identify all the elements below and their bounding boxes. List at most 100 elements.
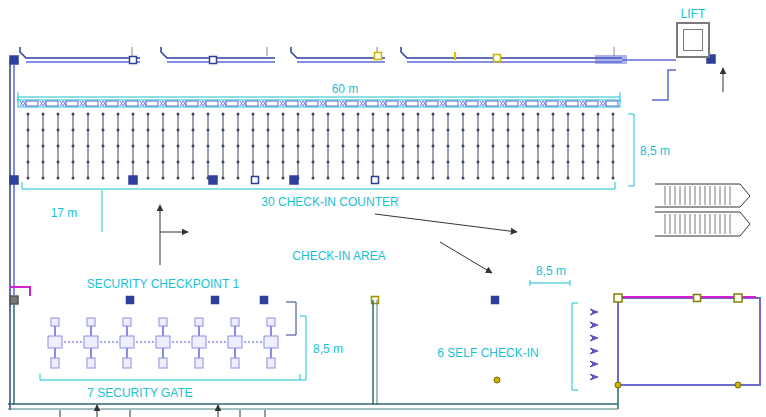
- counter-mark: [23, 101, 26, 106]
- stanchion-post: [462, 145, 465, 148]
- door-mark: [240, 410, 241, 417]
- stanchion-post: [417, 129, 420, 132]
- stanchion-post: [27, 161, 30, 164]
- check-in-counter: [146, 101, 158, 106]
- stanchion-post: [282, 129, 285, 132]
- stanchion-post: [42, 161, 45, 164]
- counter-mark: [320, 101, 323, 106]
- stanchion-post: [132, 113, 135, 116]
- stanchion-post: [387, 129, 390, 132]
- stanchion-post: [447, 145, 450, 148]
- security-gate: [159, 358, 167, 368]
- counter-mark: [463, 101, 466, 106]
- stanchion-post: [342, 177, 345, 180]
- check-in-counter: [546, 101, 558, 106]
- counter-mark: [343, 101, 346, 106]
- counter-mark: [100, 101, 103, 106]
- dimension-bracket: [300, 316, 306, 380]
- counter-mark: [563, 101, 566, 106]
- stanchion-post: [102, 113, 105, 116]
- stanchion-post: [252, 145, 255, 148]
- stanchion-post: [552, 145, 555, 148]
- stanchion-post: [102, 161, 105, 164]
- stanchion-post: [87, 113, 90, 116]
- counter-mark: [63, 101, 66, 106]
- counter-mark: [340, 101, 343, 106]
- stanchion-post: [402, 113, 405, 116]
- security-gate: [267, 358, 275, 368]
- column: [10, 176, 18, 184]
- counter-mark: [100, 101, 103, 106]
- dimension-tick: [570, 280, 571, 286]
- escalator-step: [690, 186, 691, 205]
- stanchion-post: [612, 129, 615, 132]
- check-in-counter: [466, 101, 478, 106]
- stanchion-post: [537, 113, 540, 116]
- stanchion-post: [312, 161, 315, 164]
- stanchion-post: [237, 113, 240, 116]
- stanchion-post: [432, 113, 435, 116]
- counter-mark: [323, 101, 326, 106]
- security-gate: [264, 336, 278, 348]
- stanchion-post: [507, 129, 510, 132]
- stanchion-post: [147, 113, 150, 116]
- security-gate: [192, 336, 206, 348]
- escalator-step: [730, 214, 731, 234]
- stanchion-post: [237, 161, 240, 164]
- security-gate: [267, 318, 275, 326]
- stanchion-post: [342, 161, 345, 164]
- wall: [377, 300, 378, 405]
- stanchion-post: [447, 113, 450, 116]
- counter-mark: [460, 101, 463, 106]
- stanchion-post: [267, 161, 270, 164]
- counter-mark: [303, 101, 306, 106]
- escalator-step: [665, 214, 666, 234]
- counter-mark: [183, 101, 186, 106]
- security-gate: [51, 318, 59, 326]
- stanchion-post: [177, 145, 180, 148]
- queue-stanchion: [418, 114, 419, 178]
- column: [372, 177, 379, 184]
- hatch: [596, 55, 597, 64]
- counter-mark: [40, 101, 43, 106]
- stanchion-post: [177, 129, 180, 132]
- queue-stanchion: [163, 114, 164, 178]
- stanchion-post: [507, 113, 510, 116]
- stanchion-post: [27, 113, 30, 116]
- queue-stanchion: [373, 114, 374, 178]
- stanchion-post: [72, 177, 75, 180]
- counter-mark: [583, 101, 586, 106]
- counter-mark: [223, 101, 226, 106]
- stanchion-post: [27, 177, 30, 180]
- counter-mark: [60, 101, 63, 106]
- counter-mark: [103, 101, 106, 106]
- escalator-step: [665, 186, 666, 205]
- security-gate: [48, 336, 62, 348]
- check-in-counter: [66, 101, 78, 106]
- stanchion-post: [72, 145, 75, 148]
- area-label: 7 SECURITY GATE: [85, 386, 195, 400]
- gate-link: [64, 341, 82, 343]
- stanchion-post: [612, 161, 615, 164]
- self-check-in-kiosk: [590, 361, 598, 367]
- counter-mark: [543, 101, 546, 106]
- counter-mark: [520, 101, 523, 106]
- escalator-step: [710, 186, 711, 205]
- gate-link: [136, 341, 154, 343]
- check-in-counter: [186, 101, 198, 106]
- wall-stub: [132, 47, 133, 56]
- queue-stanchion: [463, 114, 464, 178]
- stanchion-post: [372, 113, 375, 116]
- column: [734, 294, 742, 302]
- wall: [10, 287, 30, 296]
- queue-stanchion: [88, 114, 89, 178]
- counter-mark: [363, 101, 366, 106]
- queue-stanchion: [238, 114, 239, 178]
- stanchion-post: [462, 129, 465, 132]
- wall: [407, 61, 622, 63]
- queue-stanchion: [433, 114, 434, 178]
- stanchion-post: [357, 145, 360, 148]
- security-gate: [159, 318, 167, 326]
- counter-mark: [300, 101, 303, 106]
- queue-stanchion: [538, 114, 539, 178]
